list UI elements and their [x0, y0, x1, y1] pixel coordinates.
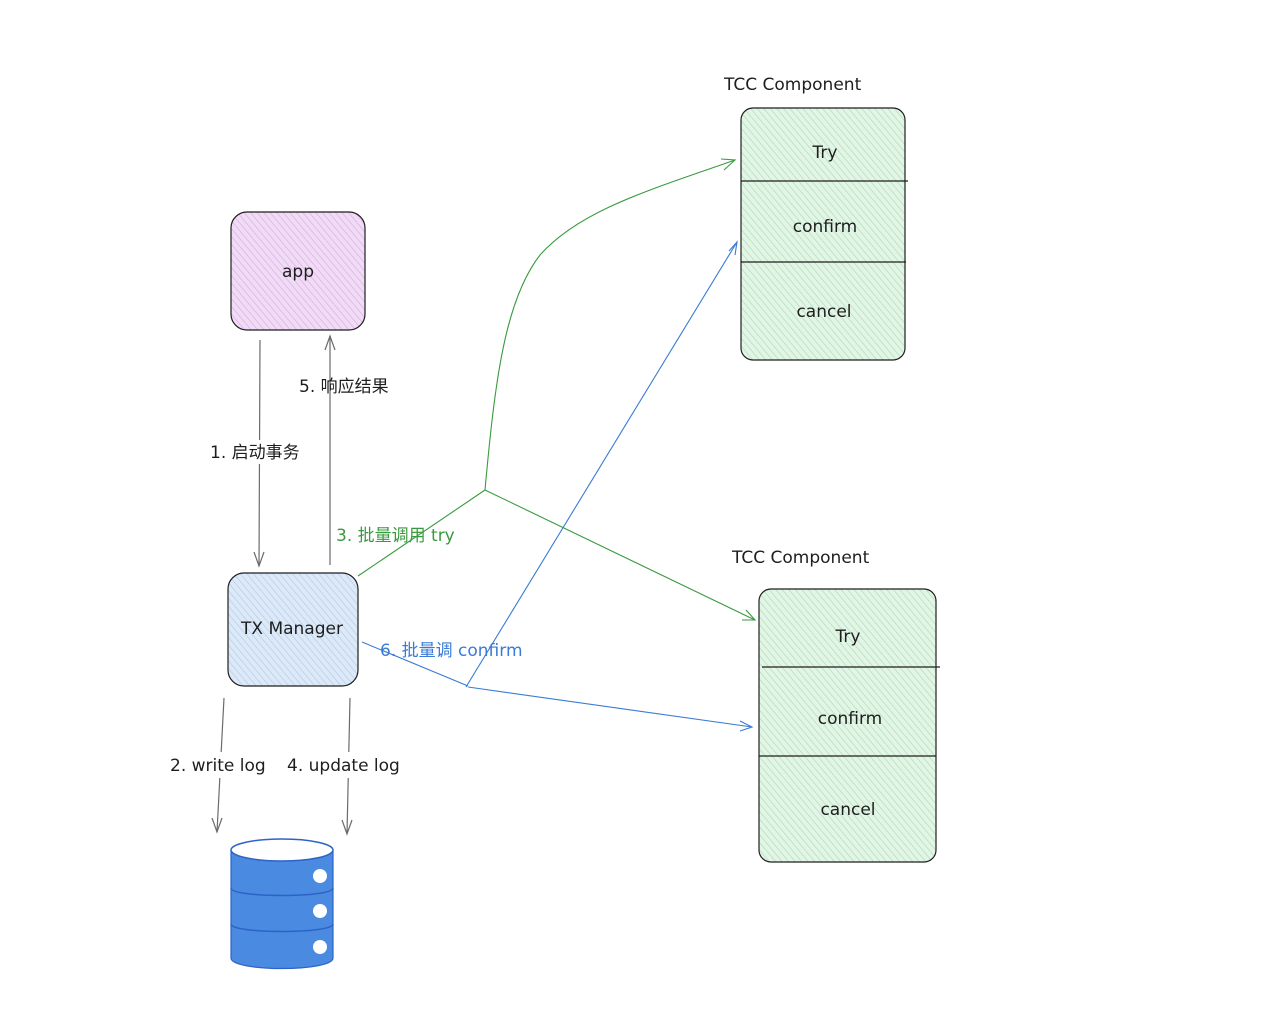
arrowhead-icon: [739, 720, 754, 732]
batch-try-label: 3. 批量调用 try: [336, 526, 455, 546]
confirm-branch-top: [465, 241, 738, 688]
tcc-section-cancel[interactable]: cancel: [820, 800, 875, 820]
tcc-title: TCC Component: [731, 548, 870, 568]
edge-write-log: 2. write log: [168, 697, 280, 834]
db-indicator: [313, 940, 327, 954]
database-icon[interactable]: [230, 838, 334, 970]
db-body: [230, 849, 334, 970]
tx-manager-node[interactable]: TX Manager: [227, 572, 359, 687]
try-branch-top: [484, 159, 736, 491]
confirm-trunk-line: [361, 641, 469, 687]
try-trunk-line: [357, 489, 486, 577]
tcc-title: TCC Component: [723, 75, 862, 95]
arrowhead-icon: [324, 334, 336, 351]
arrowhead-icon: [341, 819, 353, 836]
tcc-section-confirm[interactable]: confirm: [793, 217, 857, 237]
tcc-section-try[interactable]: Try: [835, 627, 861, 647]
edge-batch-confirm: 6. 批量调 confirm: [361, 240, 754, 732]
update-log-label: 4. update log: [287, 756, 400, 776]
start-tx-label: 1. 启动事务: [210, 443, 300, 463]
tcc-component-1[interactable]: TCC Component Try confirm cancel: [723, 75, 908, 361]
app-node[interactable]: app: [230, 211, 366, 331]
tcc-box: [740, 107, 906, 361]
label-bg: [285, 752, 415, 778]
arrowhead-icon: [253, 551, 265, 568]
batch-confirm-label: 6. 批量调 confirm: [380, 641, 523, 661]
db-divider: [230, 887, 334, 897]
tcc-component-2[interactable]: TCC Component Try confirm cancel: [731, 548, 940, 863]
db-indicator: [313, 904, 327, 918]
app-label: app: [282, 262, 314, 282]
edge-update-log: 4. update log: [285, 697, 415, 836]
tx-manager-box: [227, 572, 359, 687]
arrowhead-icon: [728, 240, 738, 256]
tcc-box: [758, 588, 937, 863]
tcc-section-try[interactable]: Try: [812, 143, 838, 163]
tx-manager-label: TX Manager: [240, 619, 343, 639]
tcc-section-cancel[interactable]: cancel: [796, 302, 851, 322]
label-bg: [208, 440, 308, 464]
arrowhead-icon: [742, 609, 757, 621]
arrowhead-icon: [211, 817, 223, 834]
db-indicator: [313, 869, 327, 883]
edge-batch-try: 3. 批量调用 try: [336, 158, 757, 621]
edge-start-tx: 1. 启动事务: [208, 339, 308, 568]
db-divider: [230, 923, 334, 933]
arrowhead-icon: [720, 158, 737, 171]
try-branch-bottom: [484, 489, 756, 621]
label-bg: [168, 752, 280, 778]
respond-label: 5. 响应结果: [299, 377, 389, 397]
db-top: [230, 838, 334, 862]
tcc-section-confirm[interactable]: confirm: [818, 709, 882, 729]
confirm-branch-bottom: [467, 686, 753, 728]
edge-respond: 5. 响应结果: [299, 334, 389, 565]
app-box: [230, 211, 366, 331]
write-log-label: 2. write log: [170, 756, 266, 776]
